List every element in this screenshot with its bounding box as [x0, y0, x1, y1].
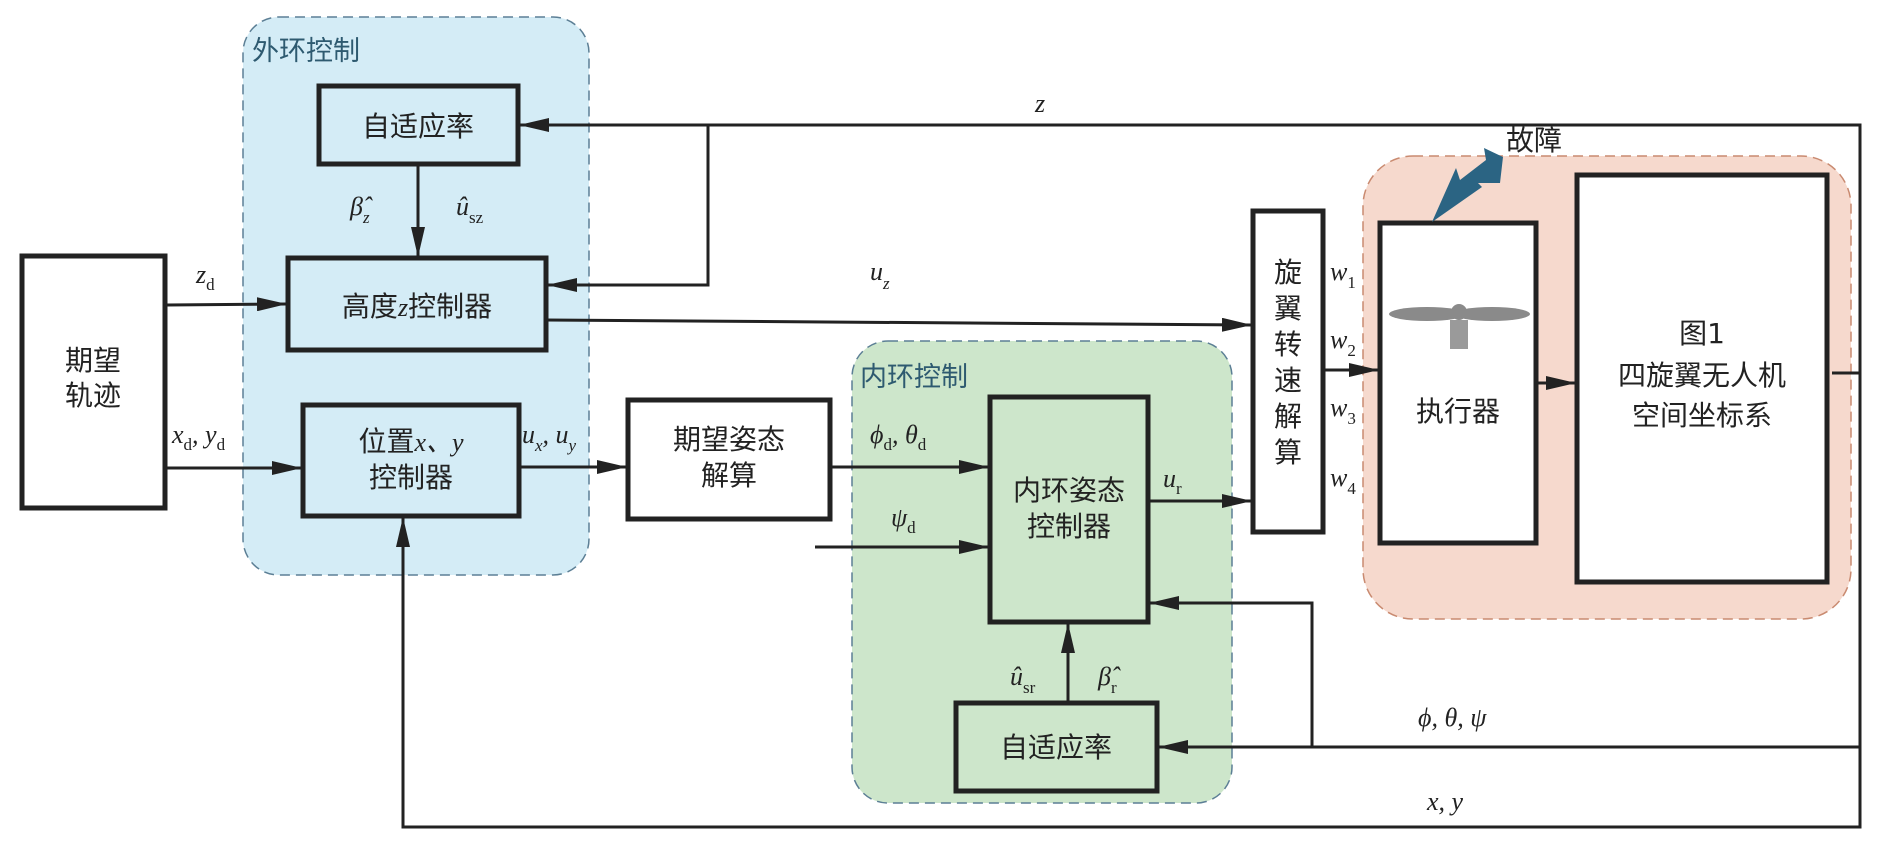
- inner-loop-label: 内环控制: [860, 362, 968, 393]
- actuator-block: [1377, 220, 1539, 546]
- signal-position-feedback: x, y: [1426, 787, 1464, 816]
- desired-attitude-line1: 期望姿态: [673, 423, 785, 456]
- signal-xyd: xd, yd: [171, 420, 226, 454]
- signal-w1: w1: [1330, 257, 1356, 292]
- rotor-solver-char: 转: [1274, 328, 1302, 361]
- signal-z: z: [1034, 89, 1045, 118]
- desired-attitude-line2: 解算: [701, 459, 757, 492]
- fault-label: 故障: [1506, 124, 1562, 157]
- adaptive-law-inner-label: 自适应率: [1000, 731, 1112, 764]
- signal-ur: ur: [1163, 464, 1182, 498]
- fault-lightning-icon: [1432, 148, 1503, 222]
- rotor-speed-solver-block: [1250, 208, 1326, 535]
- rotor-solver-char: 算: [1274, 436, 1302, 469]
- quadrotor-line1: 图1: [1679, 317, 1725, 350]
- altitude-controller-block: [285, 255, 549, 353]
- rotor-speed-solver-label: 旋 翼 转 速 解 算: [1274, 256, 1302, 469]
- signal-w2: w2: [1330, 325, 1356, 360]
- signal-uxy: ux, uy: [522, 420, 577, 455]
- rotor-solver-char: 解: [1274, 400, 1302, 433]
- signal-w4: w4: [1330, 463, 1356, 498]
- attitude-controller-line2: 控制器: [1027, 510, 1111, 543]
- attitude-feedback-branch: [1149, 596, 1314, 747]
- propeller-icon: [1389, 304, 1530, 349]
- rotor-solver-char: 翼: [1274, 292, 1302, 325]
- altitude-controller-label: 高度z控制器: [342, 290, 492, 323]
- adaptive-law-outer-label: 自适应率: [362, 110, 474, 143]
- desired-trajectory-block: [19, 253, 168, 511]
- signal-phitheta-d: ϕd, θd: [870, 420, 927, 454]
- uz-arrow: [545, 317, 1252, 332]
- desired-attitude-block: [625, 397, 833, 522]
- attitude-controller-block: [987, 394, 1151, 625]
- outer-loop-label: 外环控制: [252, 36, 360, 67]
- adaptive-law-inner-block: [953, 700, 1160, 794]
- signal-u-sz: ûsz: [456, 192, 484, 227]
- signal-w3: w3: [1330, 393, 1356, 428]
- position-controller-line1: 位置x、y: [358, 425, 464, 458]
- rotor-solver-char: 速: [1274, 364, 1302, 397]
- zd-arrow: [166, 297, 287, 312]
- signal-zd: zd: [195, 260, 215, 294]
- signal-uz: uz: [870, 257, 890, 293]
- z-feedback-line: [519, 118, 1862, 375]
- desired-trajectory-line1: 期望: [65, 344, 121, 377]
- signal-attitude-feedback: ϕ, θ, ψ: [1418, 703, 1487, 732]
- quadrotor-block: [1574, 172, 1830, 585]
- position-controller-line2: 控制器: [369, 461, 453, 494]
- quadrotor-line3: 空间坐标系: [1632, 399, 1772, 432]
- attitude-controller-line1: 内环姿态: [1013, 474, 1125, 507]
- signal-psi-d: ψd: [891, 503, 916, 537]
- rotor-solver-char: 旋: [1274, 256, 1302, 289]
- position-feedback-line: [396, 517, 1862, 829]
- z-feedback-branch: [547, 125, 710, 292]
- signal-u-sr: ûsr: [1010, 662, 1036, 697]
- quadrotor-line2: 四旋翼无人机: [1618, 359, 1786, 392]
- position-controller-block: [300, 402, 522, 519]
- actuator-label: 执行器: [1416, 395, 1500, 428]
- desired-trajectory-line2: 轨迹: [65, 379, 121, 412]
- adaptive-law-outer-block: [316, 83, 521, 167]
